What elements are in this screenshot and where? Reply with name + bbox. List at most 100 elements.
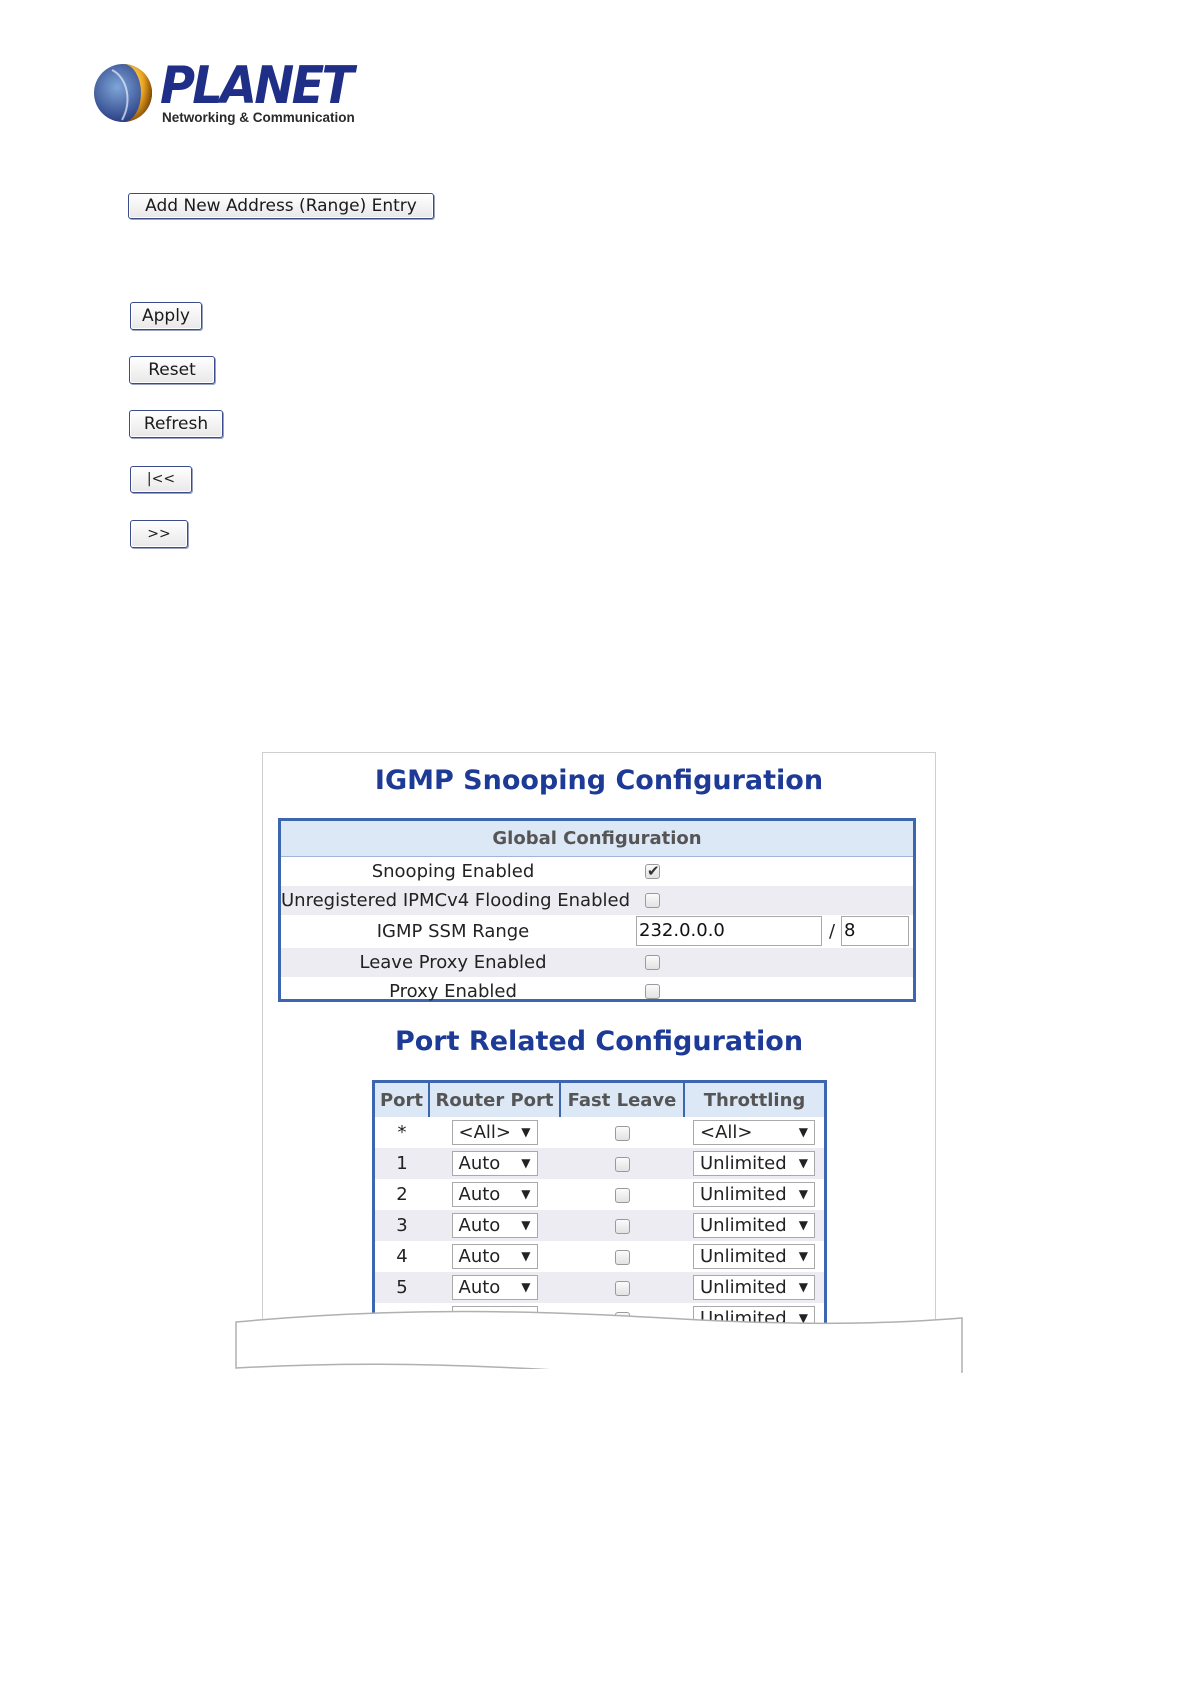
- table-row: 4 Auto ▼ Unlimited ▼: [374, 1241, 826, 1272]
- dropdown-arrow-icon: ▼: [521, 1187, 531, 1201]
- router-port-select[interactable]: Auto ▼: [451, 1275, 538, 1300]
- ssm-range-ip-input[interactable]: 232.0.0.0: [636, 916, 822, 946]
- router-port-select[interactable]: Auto ▼: [451, 1213, 538, 1238]
- throttling-select[interactable]: Unlimited ▼: [693, 1244, 815, 1269]
- proxy-enabled-label: Proxy Enabled: [389, 981, 517, 1002]
- throttling-select[interactable]: Unlimited ▼: [693, 1182, 815, 1207]
- router-port-select[interactable]: Auto ▼: [451, 1151, 538, 1176]
- reset-button[interactable]: Reset: [129, 356, 215, 384]
- port-cell: *: [397, 1122, 407, 1143]
- unregistered-flooding-label: Unregistered IPMCv4 Flooding Enabled: [281, 890, 631, 911]
- dropdown-arrow-icon: ▼: [521, 1218, 531, 1232]
- global-configuration-table: Global Configuration Snooping Enabled ✔ …: [278, 818, 916, 1002]
- snooping-enabled-label: Snooping Enabled: [371, 861, 535, 882]
- router-port-column-header: Router Port: [429, 1081, 561, 1117]
- router-port-select[interactable]: ▼: [451, 1306, 538, 1331]
- globe-icon: [94, 64, 152, 122]
- leave-proxy-label: Leave Proxy Enabled: [359, 952, 547, 973]
- igmp-snooping-title: IGMP Snooping Configuration: [374, 765, 824, 796]
- throttling-value: Unlimited: [700, 1277, 787, 1298]
- table-row: 1 Auto ▼ Unlimited ▼: [373, 1148, 826, 1179]
- router-port-select[interactable]: Auto ▼: [451, 1182, 538, 1207]
- logo-tagline: Networking & Communication: [162, 110, 355, 125]
- table-row: * <All> ▼ <All> ▼: [374, 1117, 826, 1148]
- fast-leave-checkbox[interactable]: [614, 1187, 630, 1203]
- next-page-button[interactable]: >>: [130, 520, 188, 548]
- throttling-value: Unlimited: [700, 1153, 787, 1174]
- port-cell: 3: [373, 1210, 429, 1241]
- port-cell: 4: [396, 1246, 408, 1267]
- table-row: 2 Auto ▼ Unlimited ▼: [374, 1179, 826, 1210]
- refresh-button[interactable]: Refresh: [129, 410, 223, 438]
- leave-proxy-row: Leave Proxy Enabled: [281, 948, 913, 977]
- dropdown-arrow-icon: ▼: [798, 1187, 808, 1201]
- dropdown-arrow-icon: ▼: [798, 1218, 808, 1232]
- dropdown-arrow-icon: ▼: [521, 1280, 531, 1294]
- ssm-range-row: IGMP SSM Range 232.0.0.0 / 8: [281, 915, 913, 948]
- snooping-enabled-row: Snooping Enabled ✔: [281, 857, 913, 886]
- fast-leave-checkbox[interactable]: [614, 1125, 630, 1141]
- throttling-value: Unlimited: [700, 1215, 787, 1236]
- table-row: 5 Auto ▼ Unlimited ▼: [373, 1272, 826, 1303]
- port-configuration-table: Port Router Port Fast Leave Throttling *…: [372, 1080, 827, 1334]
- throttling-select[interactable]: <All> ▼: [693, 1120, 815, 1145]
- igmp-screenshot: IGMP Snooping Configuration Global Confi…: [262, 752, 936, 1338]
- dropdown-arrow-icon: ▼: [798, 1125, 808, 1139]
- ssm-range-separator: /: [829, 921, 836, 942]
- router-port-value: Auto: [458, 1215, 501, 1236]
- port-related-title: Port Related Configuration: [394, 1026, 804, 1057]
- fast-leave-checkbox[interactable]: [614, 1280, 630, 1296]
- dropdown-arrow-icon: ▼: [798, 1311, 808, 1325]
- dropdown-arrow-icon: ▼: [521, 1311, 531, 1325]
- port-cell: [374, 1303, 430, 1334]
- dropdown-arrow-icon: ▼: [798, 1249, 808, 1263]
- port-cell: 1: [373, 1148, 429, 1179]
- throttling-value: Unlimited: [700, 1246, 787, 1267]
- router-port-value: Auto: [458, 1277, 501, 1298]
- throttling-select[interactable]: Unlimited ▼: [693, 1275, 815, 1300]
- throttling-select[interactable]: Unlimited ▼: [693, 1213, 815, 1238]
- planet-logo: PLANET Networking & Communication: [90, 56, 355, 130]
- add-address-range-entry-button[interactable]: Add New Address (Range) Entry: [128, 193, 434, 219]
- apply-button[interactable]: Apply: [130, 302, 202, 330]
- table-row: 3 Auto ▼ Unlimited ▼: [373, 1210, 826, 1241]
- port-cell: 5: [373, 1272, 429, 1303]
- unregistered-flooding-row: Unregistered IPMCv4 Flooding Enabled: [281, 886, 913, 915]
- throttling-select[interactable]: Unlimited ▼: [693, 1306, 815, 1331]
- logo-wordmark: PLANET: [160, 56, 354, 116]
- dropdown-arrow-icon: ▼: [521, 1156, 531, 1170]
- port-cell: 2: [396, 1184, 408, 1205]
- fast-leave-checkbox[interactable]: [614, 1311, 630, 1327]
- router-port-select[interactable]: Auto ▼: [451, 1244, 538, 1269]
- dropdown-arrow-icon: ▼: [521, 1249, 531, 1263]
- checkmark-icon: ✔: [647, 862, 660, 880]
- router-port-value: Auto: [458, 1246, 501, 1267]
- ssm-range-mask-input[interactable]: 8: [841, 916, 909, 946]
- throttling-select[interactable]: Unlimited ▼: [693, 1151, 815, 1176]
- proxy-enabled-row: Proxy Enabled: [281, 977, 913, 1006]
- throttling-value: <All>: [700, 1122, 753, 1143]
- router-port-value: Auto: [458, 1153, 501, 1174]
- throttling-column-header: Throttling: [684, 1081, 826, 1117]
- dropdown-arrow-icon: ▼: [521, 1125, 531, 1139]
- snooping-enabled-checkbox[interactable]: ✔: [645, 862, 660, 880]
- dropdown-arrow-icon: ▼: [798, 1156, 808, 1170]
- proxy-enabled-checkbox[interactable]: [645, 984, 660, 999]
- throttling-value: Unlimited: [700, 1184, 787, 1205]
- global-configuration-header: Global Configuration: [281, 821, 913, 857]
- fast-leave-checkbox[interactable]: [614, 1156, 630, 1172]
- unregistered-flooding-checkbox[interactable]: [645, 893, 660, 908]
- first-page-button[interactable]: |<<: [130, 466, 192, 493]
- fast-leave-checkbox[interactable]: [614, 1218, 630, 1234]
- throttling-value: Unlimited: [700, 1308, 787, 1329]
- router-port-select[interactable]: <All> ▼: [451, 1120, 538, 1145]
- port-column-header: Port: [373, 1081, 430, 1117]
- ssm-range-label: IGMP SSM Range: [376, 921, 530, 942]
- fast-leave-column-header: Fast Leave: [560, 1081, 685, 1117]
- leave-proxy-checkbox[interactable]: [645, 955, 660, 970]
- router-port-value: Auto: [458, 1184, 501, 1205]
- dropdown-arrow-icon: ▼: [798, 1280, 808, 1294]
- fast-leave-checkbox[interactable]: [614, 1249, 630, 1265]
- table-row: ▼ Unlimited ▼: [374, 1303, 826, 1334]
- router-port-value: <All>: [458, 1122, 511, 1143]
